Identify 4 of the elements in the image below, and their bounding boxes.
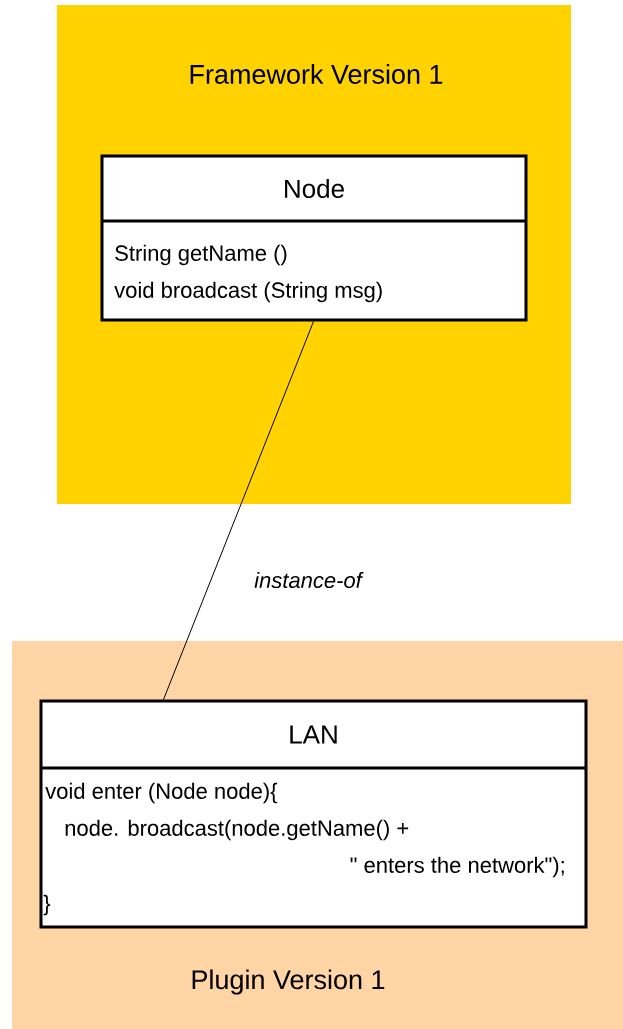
class-box: LAN void enter (Node node){ node. broadcast(node.getName() + " enters the network"); } <box>39 699 588 929</box>
class-box: Node String getName () void broadcast (String msg) <box>100 154 528 322</box>
connector-line <box>163 321 314 700</box>
edge-label: instance-of <box>252 569 364 591</box>
